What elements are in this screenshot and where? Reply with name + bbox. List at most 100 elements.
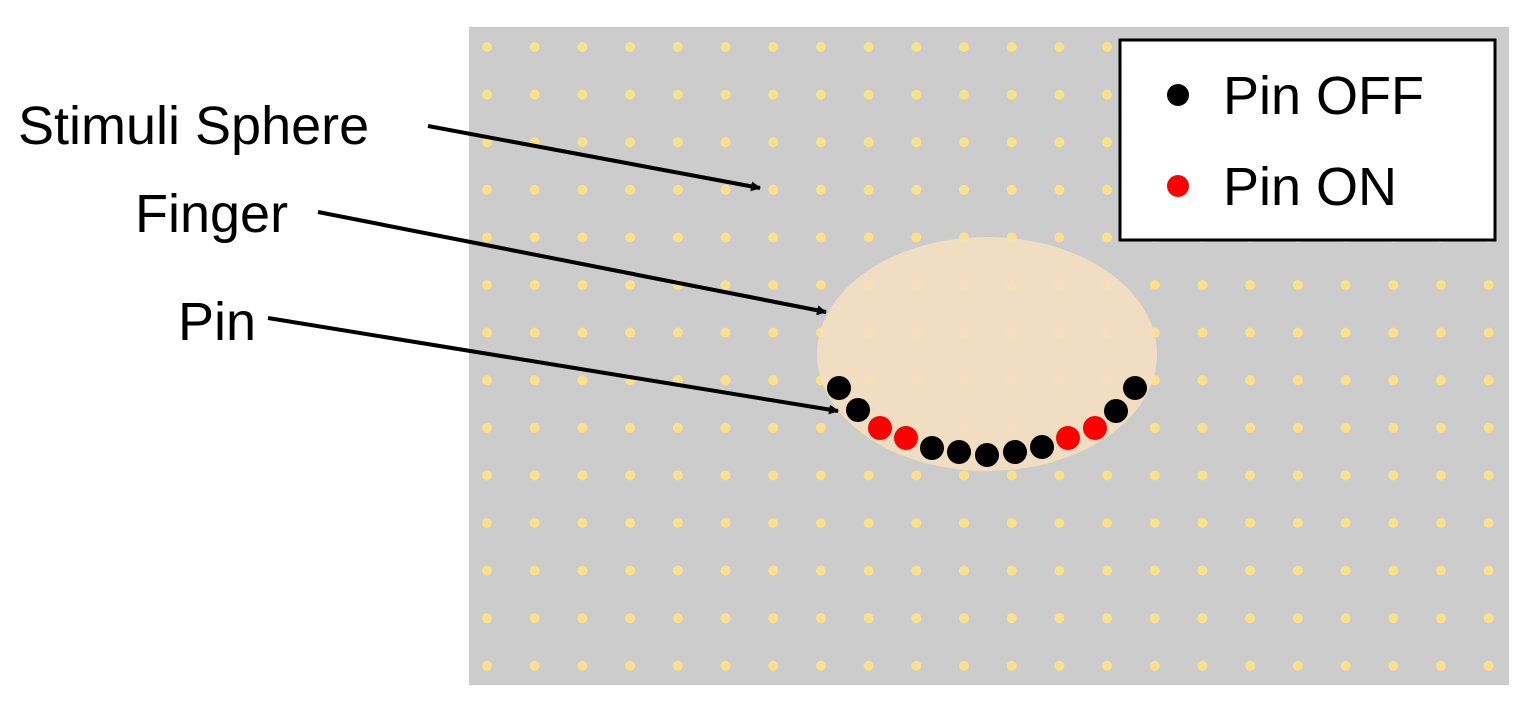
stimuli-sphere	[1102, 613, 1113, 624]
stimuli-sphere	[1340, 518, 1351, 528]
stimuli-sphere	[911, 89, 922, 100]
stimuli-sphere	[1197, 327, 1208, 338]
stimuli-sphere	[672, 89, 683, 100]
stimuli-sphere	[1436, 375, 1446, 386]
stimuli-sphere	[768, 565, 779, 576]
stimuli-sphere	[863, 660, 874, 671]
stimuli-sphere	[1102, 518, 1113, 528]
stimuli-sphere	[911, 565, 922, 576]
pin-on	[1056, 426, 1080, 450]
stimuli-sphere	[1436, 327, 1446, 338]
stimuli-sphere	[577, 613, 588, 624]
stimuli-sphere	[1483, 613, 1494, 624]
stimuli-sphere	[577, 470, 588, 481]
stimuli-sphere	[959, 184, 969, 195]
stimuli-sphere	[768, 422, 779, 433]
stimuli-sphere	[482, 375, 492, 386]
stimuli-sphere	[1054, 470, 1065, 481]
stimuli-sphere	[1054, 565, 1065, 576]
stimuli-sphere	[1054, 232, 1065, 243]
stimuli-sphere	[529, 613, 540, 624]
stimuli-sphere	[1245, 660, 1256, 671]
stimuli-sphere	[720, 660, 731, 671]
stimuli-sphere	[625, 470, 636, 481]
stimuli-sphere	[1006, 42, 1017, 52]
stimuli-sphere	[768, 42, 779, 52]
stimuli-sphere	[1483, 280, 1494, 290]
stimuli-sphere	[577, 184, 588, 195]
stimuli-sphere	[1245, 613, 1256, 624]
stimuli-sphere	[1340, 565, 1351, 576]
stimuli-sphere	[911, 184, 922, 195]
stimuli-sphere	[482, 89, 492, 100]
stimuli-sphere	[482, 422, 492, 433]
stimuli-sphere	[1388, 327, 1399, 338]
stimuli-sphere	[1483, 518, 1494, 528]
stimuli-sphere	[1102, 184, 1113, 195]
stimuli-sphere	[482, 42, 492, 52]
stimuli-sphere	[482, 613, 492, 624]
stimuli-sphere	[1483, 660, 1494, 671]
stimuli-sphere	[625, 565, 636, 576]
stimuli-sphere	[863, 184, 874, 195]
stimuli-sphere	[911, 470, 922, 481]
stimuli-sphere	[768, 232, 779, 243]
stimuli-sphere	[720, 375, 731, 386]
stimuli-sphere	[1245, 280, 1256, 290]
stimuli-sphere	[1006, 184, 1017, 195]
stimuli-sphere	[1245, 518, 1256, 528]
stimuli-sphere	[1292, 518, 1303, 528]
stimuli-sphere	[1340, 280, 1351, 290]
stimuli-sphere	[863, 565, 874, 576]
stimuli-sphere	[1340, 422, 1351, 433]
stimuli-sphere	[625, 518, 636, 528]
stimuli-sphere	[625, 184, 636, 195]
stimuli-sphere	[1102, 42, 1113, 52]
pin-off	[1123, 376, 1147, 400]
stimuli-sphere	[768, 327, 779, 338]
stimuli-sphere	[720, 280, 731, 290]
stimuli-sphere	[1197, 518, 1208, 528]
stimuli-sphere	[911, 42, 922, 52]
stimuli-sphere	[672, 42, 683, 52]
stimuli-sphere	[768, 89, 779, 100]
stimuli-sphere	[482, 280, 492, 290]
stimuli-sphere	[768, 280, 779, 290]
stimuli-sphere	[482, 327, 492, 338]
stimuli-sphere	[959, 470, 969, 481]
stimuli-sphere	[863, 470, 874, 481]
stimuli-sphere	[529, 518, 540, 528]
stimuli-sphere	[911, 518, 922, 528]
stimuli-sphere	[720, 422, 731, 433]
stimuli-sphere	[720, 42, 731, 52]
stimuli-sphere	[625, 89, 636, 100]
stimuli-sphere	[720, 518, 731, 528]
stimuli-sphere	[577, 42, 588, 52]
pin-off	[846, 398, 870, 422]
stimuli-sphere	[1483, 375, 1494, 386]
stimuli-sphere	[1149, 518, 1160, 528]
legend-marker-pin-off	[1167, 84, 1189, 106]
stimuli-sphere	[911, 232, 922, 243]
stimuli-sphere	[768, 375, 779, 386]
pin-off	[975, 443, 999, 467]
label-stimuli-sphere: Stimuli Sphere	[18, 96, 369, 156]
pin-off	[947, 440, 971, 464]
stimuli-sphere	[672, 660, 683, 671]
stimuli-sphere	[815, 42, 826, 52]
label-finger: Finger	[135, 184, 288, 244]
pin-on	[868, 416, 892, 440]
stimuli-sphere	[815, 518, 826, 528]
stimuli-sphere	[768, 470, 779, 481]
stimuli-sphere	[815, 565, 826, 576]
stimuli-sphere	[911, 137, 922, 148]
stimuli-sphere	[529, 232, 540, 243]
stimuli-sphere	[1197, 613, 1208, 624]
stimuli-sphere	[1006, 89, 1017, 100]
stimuli-sphere	[577, 660, 588, 671]
stimuli-sphere	[529, 375, 540, 386]
stimuli-sphere	[959, 518, 969, 528]
stimuli-sphere	[1102, 137, 1113, 148]
stimuli-sphere	[1006, 660, 1017, 671]
